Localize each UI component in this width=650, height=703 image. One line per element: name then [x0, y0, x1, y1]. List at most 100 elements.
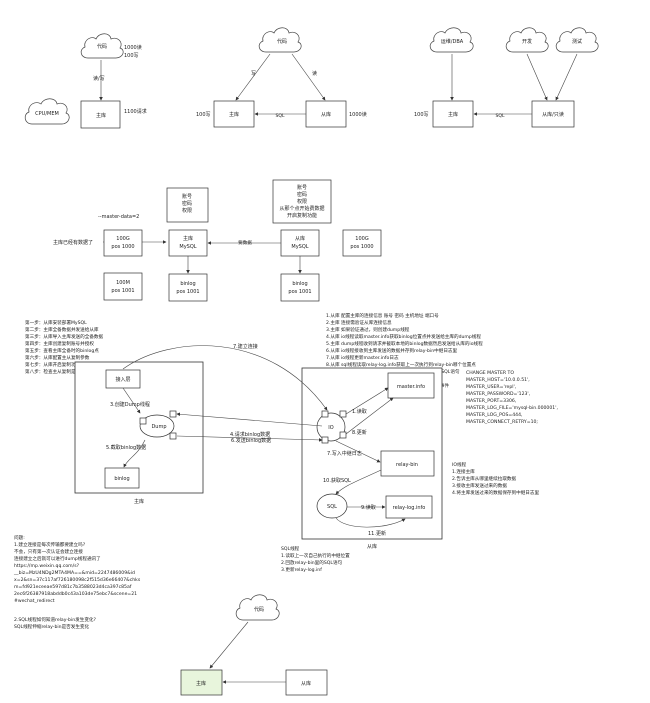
slave-readonly-3: 从库/只读 [531, 100, 575, 128]
connect-label: 7.建立连接 [233, 343, 258, 350]
svg-text:主库: 主库 [229, 111, 239, 118]
sql-label: SQL [275, 113, 285, 119]
sql-thread [316, 493, 348, 519]
svg-text:MASTER_HOST='10.0.0.51',: MASTER_HOST='10.0.0.51', [466, 377, 530, 383]
svg-text:代码: 代码 [277, 38, 287, 45]
master-info-file: master.info [387, 372, 435, 399]
read9-label: 9.读取 [361, 504, 376, 511]
replication-detail: 主库 接入层 3.创建Dump线程 Dump 5.截取binlog数据 binl… [74, 343, 443, 550]
write-label: 写 [251, 71, 256, 77]
svg-text:1.连接主库: 1.连接主库 [452, 468, 475, 475]
change-master-block: CHANGE MASTER TO MASTER_HOST='10.0.0.51'… [466, 370, 558, 425]
step-line: 7.从库 io线程更新master.info日志 [326, 354, 399, 361]
svg-text:MASTER_USER='repl',: MASTER_USER='repl', [466, 384, 517, 390]
svg-text:pos 1001: pos 1001 [111, 288, 134, 294]
pos-box-bottom: 100M pos 1001 [103, 272, 143, 301]
read-arrow [291, 53, 326, 101]
svg-text:MASTER_PASSWORD='123',: MASTER_PASSWORD='123', [466, 391, 531, 397]
svg-text:master.info: master.info [397, 384, 425, 390]
svg-text:#wechat_redirect: #wechat_redirect [14, 598, 55, 604]
pos-box-right: 100G pos 1000 [342, 229, 382, 257]
svg-text:从库: 从库 [321, 111, 331, 118]
access-layer: 接入层 [105, 369, 141, 389]
create-dump-arrow [122, 387, 141, 414]
svg-text:4.将主库发送过来的数据保存到中继日志里: 4.将主库发送过来的数据保存到中继日志里 [452, 489, 539, 496]
step-line: 5.主库 dump线程收到请求并截取本地的binlog数据然后发送给从库的io线… [326, 340, 483, 347]
read-label: 读 [312, 70, 317, 77]
svg-text:x=2&sn=37c117af726180098c2f515: x=2&sn=37c117af726180098c2f515d36e66407&… [14, 577, 141, 583]
sql-label: SQL [327, 504, 337, 510]
svg-text:MySQL: MySQL [291, 244, 308, 250]
svg-text:不会，只有第一次认证会建立连接: 不会，只有第一次认证会建立连接 [14, 548, 83, 555]
rw-label: 读/写 [93, 75, 105, 82]
step-line: 4.从库 io线程读取master.info获取binlog位置点并发送给主库的… [326, 333, 481, 340]
svg-text:pos 1000: pos 1000 [111, 244, 134, 250]
master-db-2: 主库 [213, 100, 255, 128]
update-label: 8.更新 [352, 429, 367, 436]
svg-text:2ec6f26387918abddb0c43a103de75: 2ec6f26387918abddb0c43a103de75ebc7&scene… [14, 591, 137, 597]
svg-text:接入层: 接入层 [115, 376, 130, 383]
svg-text:binlog: binlog [114, 476, 129, 482]
write-arrow [235, 53, 271, 101]
svg-text:__biz=MzU4NDg2MTA4MA==&mid=224: __biz=MzU4NDg2MTA4MA==&mid=2247486009&id [13, 570, 135, 576]
code-cloud-2: 代码 [258, 27, 302, 53]
svg-text:relay-bin: relay-bin [396, 462, 418, 468]
svg-text:3.接收主库发送过来的数据: 3.接收主库发送过来的数据 [452, 482, 507, 489]
svg-text:开启复制功能: 开启复制功能 [287, 212, 317, 219]
io-port [321, 410, 329, 418]
svg-text:密码: 密码 [182, 200, 192, 207]
svg-text:运维/DBA: 运维/DBA [441, 38, 464, 45]
step-line: 第六步：从库配置主从复制参数 [25, 354, 90, 361]
svg-text:relay-log.info: relay-log.info [393, 505, 426, 511]
update-master-info [345, 397, 394, 435]
svg-text:从库: 从库 [295, 235, 305, 242]
bottom-master: 主库 [180, 669, 223, 696]
read-count-2: 1000读 [349, 111, 367, 118]
svg-text:主库: 主库 [96, 112, 106, 119]
svg-text:SQL线程伸缩relay-bin是否发生变化: SQL线程伸缩relay-bin是否发生变化 [14, 623, 90, 630]
write-count-2: 100写 [196, 112, 211, 118]
bottom-diagram: 代码 主库 从库 [180, 594, 328, 696]
svg-text:IO线程: IO线程 [452, 461, 467, 468]
update-relay-info [335, 517, 406, 528]
write-relay-label: 7.写入中继日志 [327, 450, 362, 457]
svg-text:从库: 从库 [301, 680, 311, 687]
svg-text:MASTER_LOG_FILE='mysql-bin.000: MASTER_LOG_FILE='mysql-bin.000001', [466, 405, 558, 411]
slave-binlog: binlog pos 1001 [280, 273, 320, 302]
get-sql-label: 10.获取SQL [323, 477, 351, 484]
svg-text:2.SQL线程如何知道relay-bin发生变化?: 2.SQL线程如何知道relay-bin发生变化? [14, 616, 97, 623]
step-line: 第三步：从库导入主库发送的全备数据 [25, 333, 104, 340]
svg-text:3.更新relay-log.inf: 3.更新relay-log.inf [281, 566, 322, 573]
test-arrow [555, 53, 578, 101]
cut-binlog-label: 5.截取binlog数据 [106, 444, 146, 451]
io-port [321, 436, 329, 444]
send-binlog-arrow [176, 435, 323, 442]
send-binlog-label: 6.发送binlog数据 [231, 437, 271, 444]
account-box-right: 账号 密码 权限 从那个点开始费数据 开启复制功能 [272, 179, 332, 224]
master-binlog: binlog pos 1001 [168, 273, 208, 302]
svg-text:代码: 代码 [254, 606, 264, 613]
read-label: 1.读取 [352, 408, 367, 415]
dump-port [139, 417, 147, 425]
step-line: 第五步：查看主库全备时的binlog点 [25, 347, 99, 354]
dev-arrow [526, 53, 548, 101]
bottom-slave: 从库 [285, 669, 328, 696]
dump-port [169, 432, 177, 440]
svg-text:从那个点开始费数据: 从那个点开始费数据 [279, 205, 324, 212]
step-line: 第八步：检查主从复制是否正常 [25, 368, 90, 375]
svg-text:从库/只读: 从库/只读 [542, 111, 564, 118]
svg-text:CPU/MEM: CPU/MEM [35, 111, 59, 117]
cloud-label: 代码 [97, 43, 107, 50]
account-box-left: 账号 密码 权限 [166, 187, 209, 223]
master-db-3: 主库 [432, 100, 474, 128]
svg-text:pos 1000: pos 1000 [350, 244, 373, 250]
request-count: 1100请求 [124, 108, 147, 115]
svg-text:主库: 主库 [183, 235, 193, 242]
dba-cloud: 运维/DBA [429, 27, 474, 53]
request-binlog-label: 4.请求binlog数据 [230, 431, 270, 438]
middle-diagram: 账号 密码 权限 账号 密码 权限 从那个点开始费数据 开启复制功能 --mas… [53, 179, 382, 302]
write-count-3: 100写 [414, 112, 429, 118]
read-count: 1000读 [124, 44, 142, 51]
pos-box-left: 100G pos 1000 [103, 229, 143, 257]
